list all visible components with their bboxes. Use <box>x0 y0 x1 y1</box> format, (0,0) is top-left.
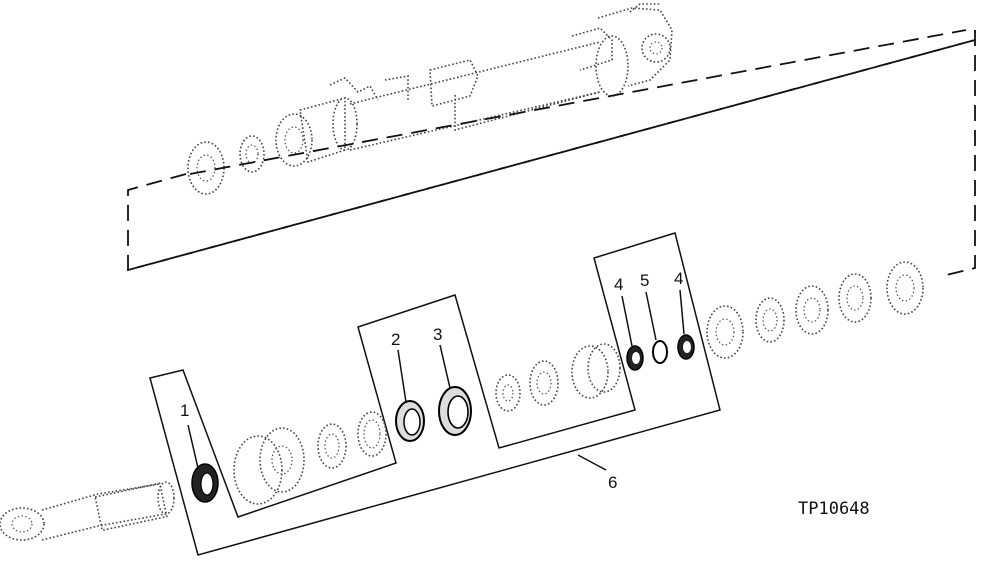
dashed-leader-frame <box>127 29 976 277</box>
exploded-parts <box>0 261 924 541</box>
assembled-cylinder <box>187 3 673 195</box>
callout-5: 5 <box>640 271 649 290</box>
callout-4-left: 4 <box>614 275 623 294</box>
callout-1: 1 <box>180 401 189 420</box>
seal-kit-outline <box>149 232 721 556</box>
callout-3: 3 <box>433 325 442 344</box>
callout-leaders <box>187 289 685 471</box>
callout-4-right: 4 <box>674 269 683 288</box>
callout-6: 6 <box>608 473 617 492</box>
figure-id-label: TP10648 <box>798 499 870 519</box>
callout-2: 2 <box>391 330 400 349</box>
